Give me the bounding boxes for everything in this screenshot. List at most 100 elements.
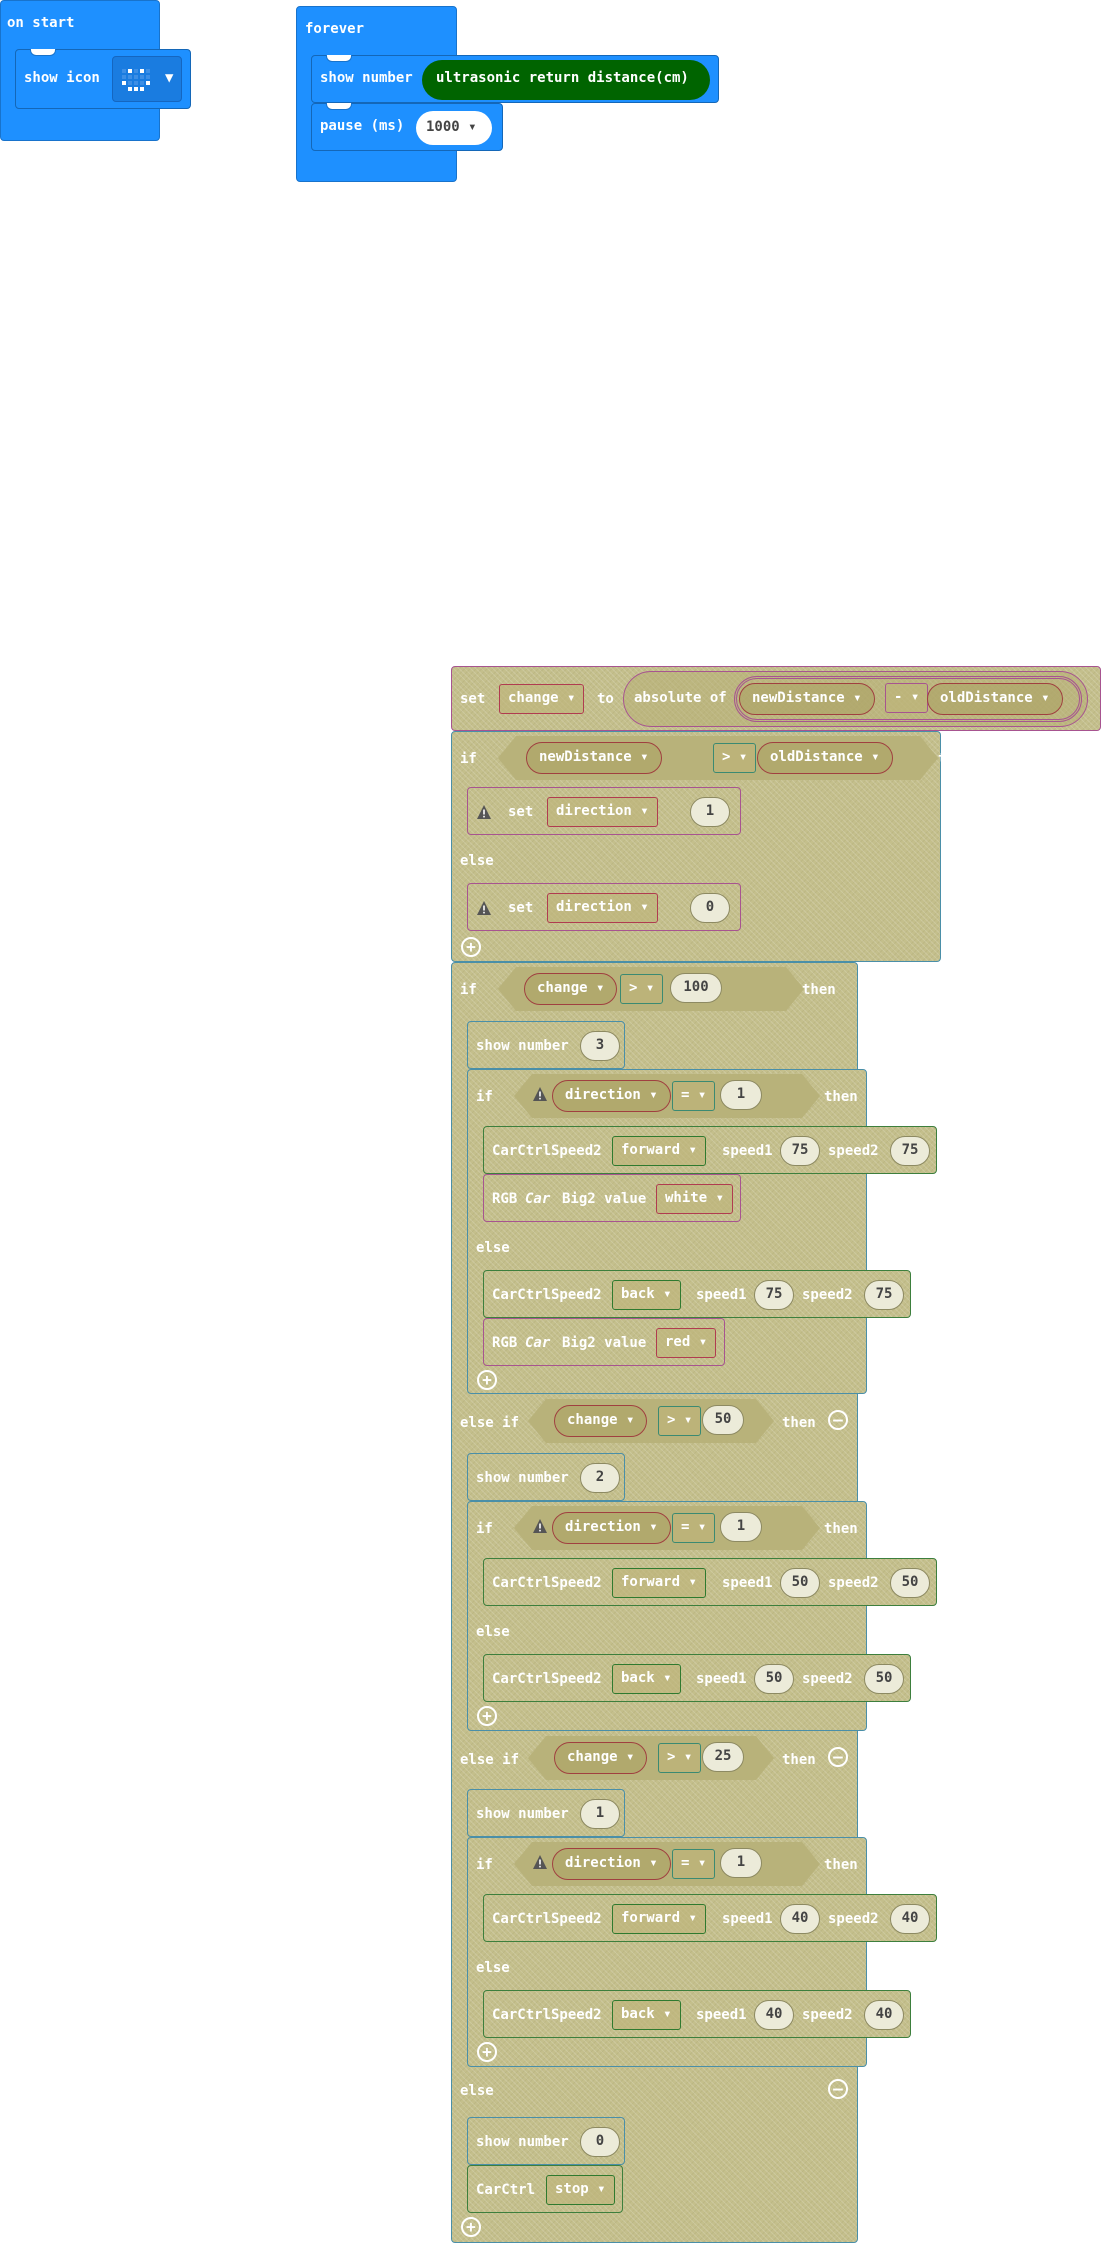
color-dropdown[interactable]: red xyxy=(656,1328,717,1358)
car-ctrl-speed-block[interactable]: CarCtrlSpeed2 forward speed1 75 speed2 7… xyxy=(483,1126,937,1174)
pause-dropdown[interactable]: 1000 xyxy=(416,111,492,145)
add-else-button[interactable]: + xyxy=(477,1706,497,1726)
speed1-input[interactable]: 50 xyxy=(754,1664,794,1694)
number-input[interactable]: 0 xyxy=(580,2127,620,2157)
absolute-of-reporter[interactable]: absolute of newDistance - oldDistance xyxy=(623,671,1088,727)
remove-else-button[interactable]: – xyxy=(951,848,971,868)
number-input[interactable]: 1 xyxy=(580,1799,620,1829)
direction-dropdown[interactable]: back xyxy=(612,1280,681,1310)
new-distance-var[interactable]: newDistance xyxy=(526,742,662,774)
speed2-input[interactable]: 40 xyxy=(890,1904,930,1934)
direction-dropdown[interactable]: forward xyxy=(612,1904,706,1934)
rgb-car-block[interactable]: RGB Car Big2 value white xyxy=(483,1174,741,1222)
else-if-label: else if xyxy=(460,1752,520,1768)
direction-dropdown[interactable]: back xyxy=(612,1664,681,1694)
show-number-block[interactable]: show number 1 xyxy=(467,1789,625,1837)
eq-operator[interactable]: = xyxy=(672,1513,716,1543)
ultrasonic-reporter[interactable]: ultrasonic return distance(cm) xyxy=(422,60,710,100)
compare-value-input[interactable]: 1 xyxy=(720,1848,762,1878)
speed1-input[interactable]: 75 xyxy=(780,1136,820,1166)
speed2-input[interactable]: 40 xyxy=(864,2000,904,2030)
change-var[interactable]: change xyxy=(524,973,618,1005)
direction-value-input[interactable]: 0 xyxy=(690,893,730,923)
show-number-block[interactable]: show number ultrasonic return distance(c… xyxy=(311,55,719,103)
compare-value-input[interactable]: 1 xyxy=(720,1080,762,1110)
if-change-block[interactable]: if change > 100 then show number 3 if di… xyxy=(451,962,937,2243)
compare-value-input[interactable]: 1 xyxy=(720,1512,762,1542)
speed2-input[interactable]: 75 xyxy=(890,1136,930,1166)
car-action-dropdown[interactable]: stop xyxy=(546,2175,615,2205)
threshold-input[interactable]: 100 xyxy=(670,973,722,1003)
remove-else-button[interactable]: – xyxy=(878,1618,898,1638)
car-ctrl-speed-block[interactable]: CarCtrlSpeed2 back speed1 40 speed2 40 xyxy=(483,1990,911,2038)
eq-operator[interactable]: = xyxy=(672,1081,716,1111)
show-number-block[interactable]: show number 2 xyxy=(467,1453,625,1501)
gt-operator[interactable]: > xyxy=(658,1406,702,1436)
show-icon-block[interactable]: show icon ▼ xyxy=(15,49,191,109)
change-var[interactable]: change xyxy=(554,1405,648,1437)
gt-operator[interactable]: > xyxy=(620,974,664,1004)
remove-else-if-button[interactable]: – xyxy=(828,1747,848,1767)
set-direction-block[interactable]: set direction to 1 xyxy=(467,787,741,835)
speed2-input[interactable]: 50 xyxy=(864,1664,904,1694)
change-var-dropdown[interactable]: change xyxy=(499,684,585,714)
direction-var[interactable]: direction xyxy=(552,1848,671,1880)
if-direction-block[interactable]: if direction = 1 then CarCtrlSpeed2 forw… xyxy=(467,1837,937,2067)
car-ctrl-speed-block[interactable]: CarCtrlSpeed2 forward speed1 40 speed2 4… xyxy=(483,1894,937,1942)
add-else-button[interactable]: + xyxy=(477,1370,497,1390)
speed2-input[interactable]: 75 xyxy=(864,1280,904,1310)
if-direction-block[interactable]: if newDistance > oldDistance then set di… xyxy=(451,731,972,962)
on-start-block[interactable]: on start show icon ▼ xyxy=(0,0,191,141)
gt-operator[interactable]: > xyxy=(713,743,757,773)
show-number-block[interactable]: show number 0 xyxy=(467,2117,625,2165)
direction-value-input[interactable]: 1 xyxy=(690,797,730,827)
direction-var-dropdown[interactable]: direction xyxy=(547,797,658,827)
if-direction-block[interactable]: if direction = 1 then CarCtrlSpeed2 forw… xyxy=(467,1501,937,1731)
speed1-input[interactable]: 50 xyxy=(780,1568,820,1598)
remove-else-if-button[interactable]: – xyxy=(828,1410,848,1430)
new-distance-var[interactable]: newDistance xyxy=(739,683,875,715)
speed2-label: speed2 xyxy=(828,1911,879,1927)
if-label: if xyxy=(460,982,477,998)
add-else-button[interactable]: + xyxy=(477,2042,497,2062)
direction-dropdown[interactable]: back xyxy=(612,2000,681,2030)
old-distance-var[interactable]: oldDistance xyxy=(757,742,893,774)
speed2-input[interactable]: 50 xyxy=(890,1568,930,1598)
old-distance-var[interactable]: oldDistance xyxy=(927,683,1063,715)
add-else-button[interactable]: + xyxy=(461,937,481,957)
icon-picker[interactable]: ▼ xyxy=(112,56,182,102)
speed1-input[interactable]: 75 xyxy=(754,1280,794,1310)
threshold-input[interactable]: 25 xyxy=(702,1742,744,1772)
subtract-reporter[interactable]: newDistance - oldDistance xyxy=(734,676,1082,722)
direction-var[interactable]: direction xyxy=(552,1080,671,1112)
rgb-car-block[interactable]: RGB Car Big2 value red xyxy=(483,1318,725,1366)
direction-dropdown[interactable]: forward xyxy=(612,1568,706,1598)
threshold-input[interactable]: 50 xyxy=(702,1405,744,1435)
direction-dropdown[interactable]: forward xyxy=(612,1136,706,1166)
eq-operator[interactable]: = xyxy=(672,1849,716,1879)
gt-operator[interactable]: > xyxy=(658,1743,702,1773)
car-ctrl-speed-block[interactable]: CarCtrlSpeed2 back speed1 50 speed2 50 xyxy=(483,1654,911,1702)
remove-else-button[interactable]: – xyxy=(878,1234,898,1254)
direction-var[interactable]: direction xyxy=(552,1512,671,1544)
remove-else-button[interactable]: – xyxy=(828,2079,848,2099)
remove-else-button[interactable]: – xyxy=(878,1954,898,1974)
car-ctrl-speed-block[interactable]: CarCtrlSpeed2 forward speed1 50 speed2 5… xyxy=(483,1558,937,1606)
show-number-block[interactable]: show number 3 xyxy=(467,1021,625,1069)
car-ctrl-speed-block[interactable]: CarCtrlSpeed2 back speed1 75 speed2 75 xyxy=(483,1270,911,1318)
set-direction-block[interactable]: set direction to 0 xyxy=(467,883,741,931)
forever-block[interactable]: forever show number ultrasonic return di… xyxy=(296,6,719,182)
direction-var-dropdown[interactable]: direction xyxy=(547,893,658,923)
number-input[interactable]: 3 xyxy=(580,1031,620,1061)
if-direction-block[interactable]: if direction = 1 then CarCtrlSpeed2 forw… xyxy=(467,1069,937,1394)
speed1-input[interactable]: 40 xyxy=(754,2000,794,2030)
add-else-if-button[interactable]: + xyxy=(461,2217,481,2237)
car-ctrl-block[interactable]: CarCtrl stop xyxy=(467,2165,623,2213)
minus-operator[interactable]: - xyxy=(885,683,929,713)
color-dropdown[interactable]: white xyxy=(656,1184,734,1214)
number-input[interactable]: 2 xyxy=(580,1463,620,1493)
pause-block[interactable]: pause (ms) 1000 xyxy=(311,103,503,151)
set-change-block[interactable]: set change to absolute of newDistance - … xyxy=(451,666,1101,731)
speed1-input[interactable]: 40 xyxy=(780,1904,820,1934)
change-var[interactable]: change xyxy=(554,1742,648,1774)
